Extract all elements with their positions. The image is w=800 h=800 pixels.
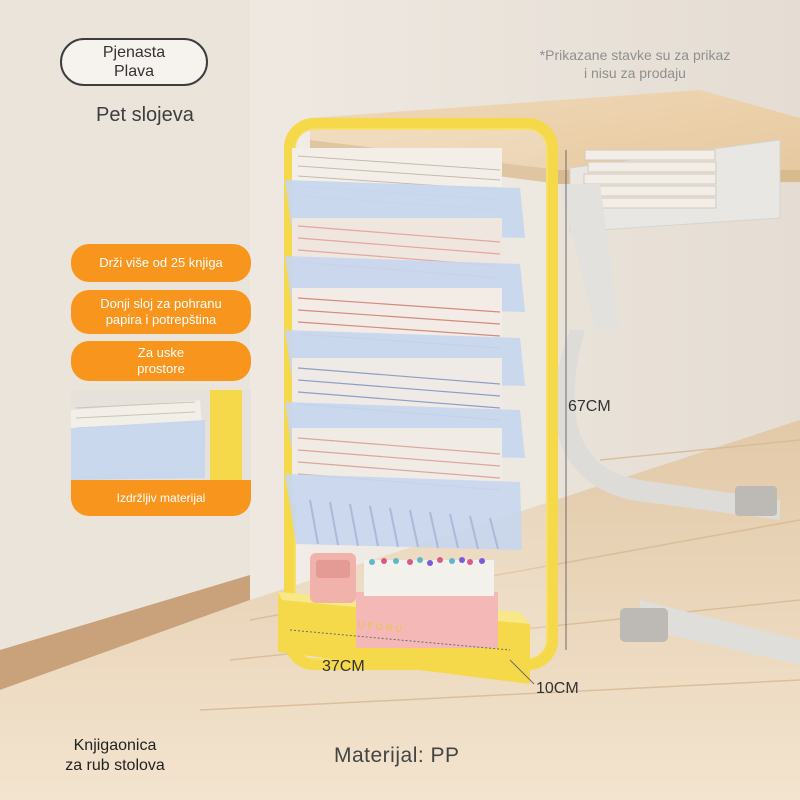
durable-material-inset: Izdržljiv materijal	[71, 390, 251, 516]
color-option-line1: Pjenasta	[102, 44, 166, 61]
color-option-line2: Plava	[113, 63, 155, 80]
feature-capacity-text: Drži više od 25 knjiga	[99, 255, 223, 270]
material-label: Materijal: PP	[334, 744, 460, 767]
product-name-line1: Knjigaonica	[73, 737, 157, 754]
width-dimension: 37CM	[322, 658, 365, 675]
disclaimer-line2: i nisu za prodaju	[584, 65, 686, 81]
feature-badge-narrow: Za uske prostore	[71, 341, 251, 381]
depth-dimension: 10CM	[536, 680, 579, 697]
feature-badge-capacity: Drži više od 25 knjiga	[71, 244, 251, 282]
feature-narrow-line2: prostore	[137, 361, 185, 376]
disclaimer-note: *Prikazane stavke su za prikaz i nisu za…	[500, 46, 770, 82]
disclaimer-line1: *Prikazane stavke su za prikaz	[539, 47, 731, 63]
feature-narrow-line1: Za uske	[137, 345, 185, 360]
product-name: Knjigaonica za rub stolova	[40, 736, 190, 776]
feature-storage-line1: Donji sloj za pohranu	[100, 296, 222, 311]
feature-badge-storage: Donji sloj za pohranu papira i potrepšti…	[71, 290, 251, 334]
feature-storage-line2: papira i potrepština	[105, 312, 217, 327]
layers-label: Pet slojeva	[96, 104, 194, 126]
height-dimension: 67CM	[568, 398, 611, 415]
color-option-pill: Pjenasta Plava	[60, 38, 208, 86]
inset-label: Izdržljiv materijal	[71, 480, 251, 516]
product-name-line2: za rub stolova	[65, 757, 165, 774]
